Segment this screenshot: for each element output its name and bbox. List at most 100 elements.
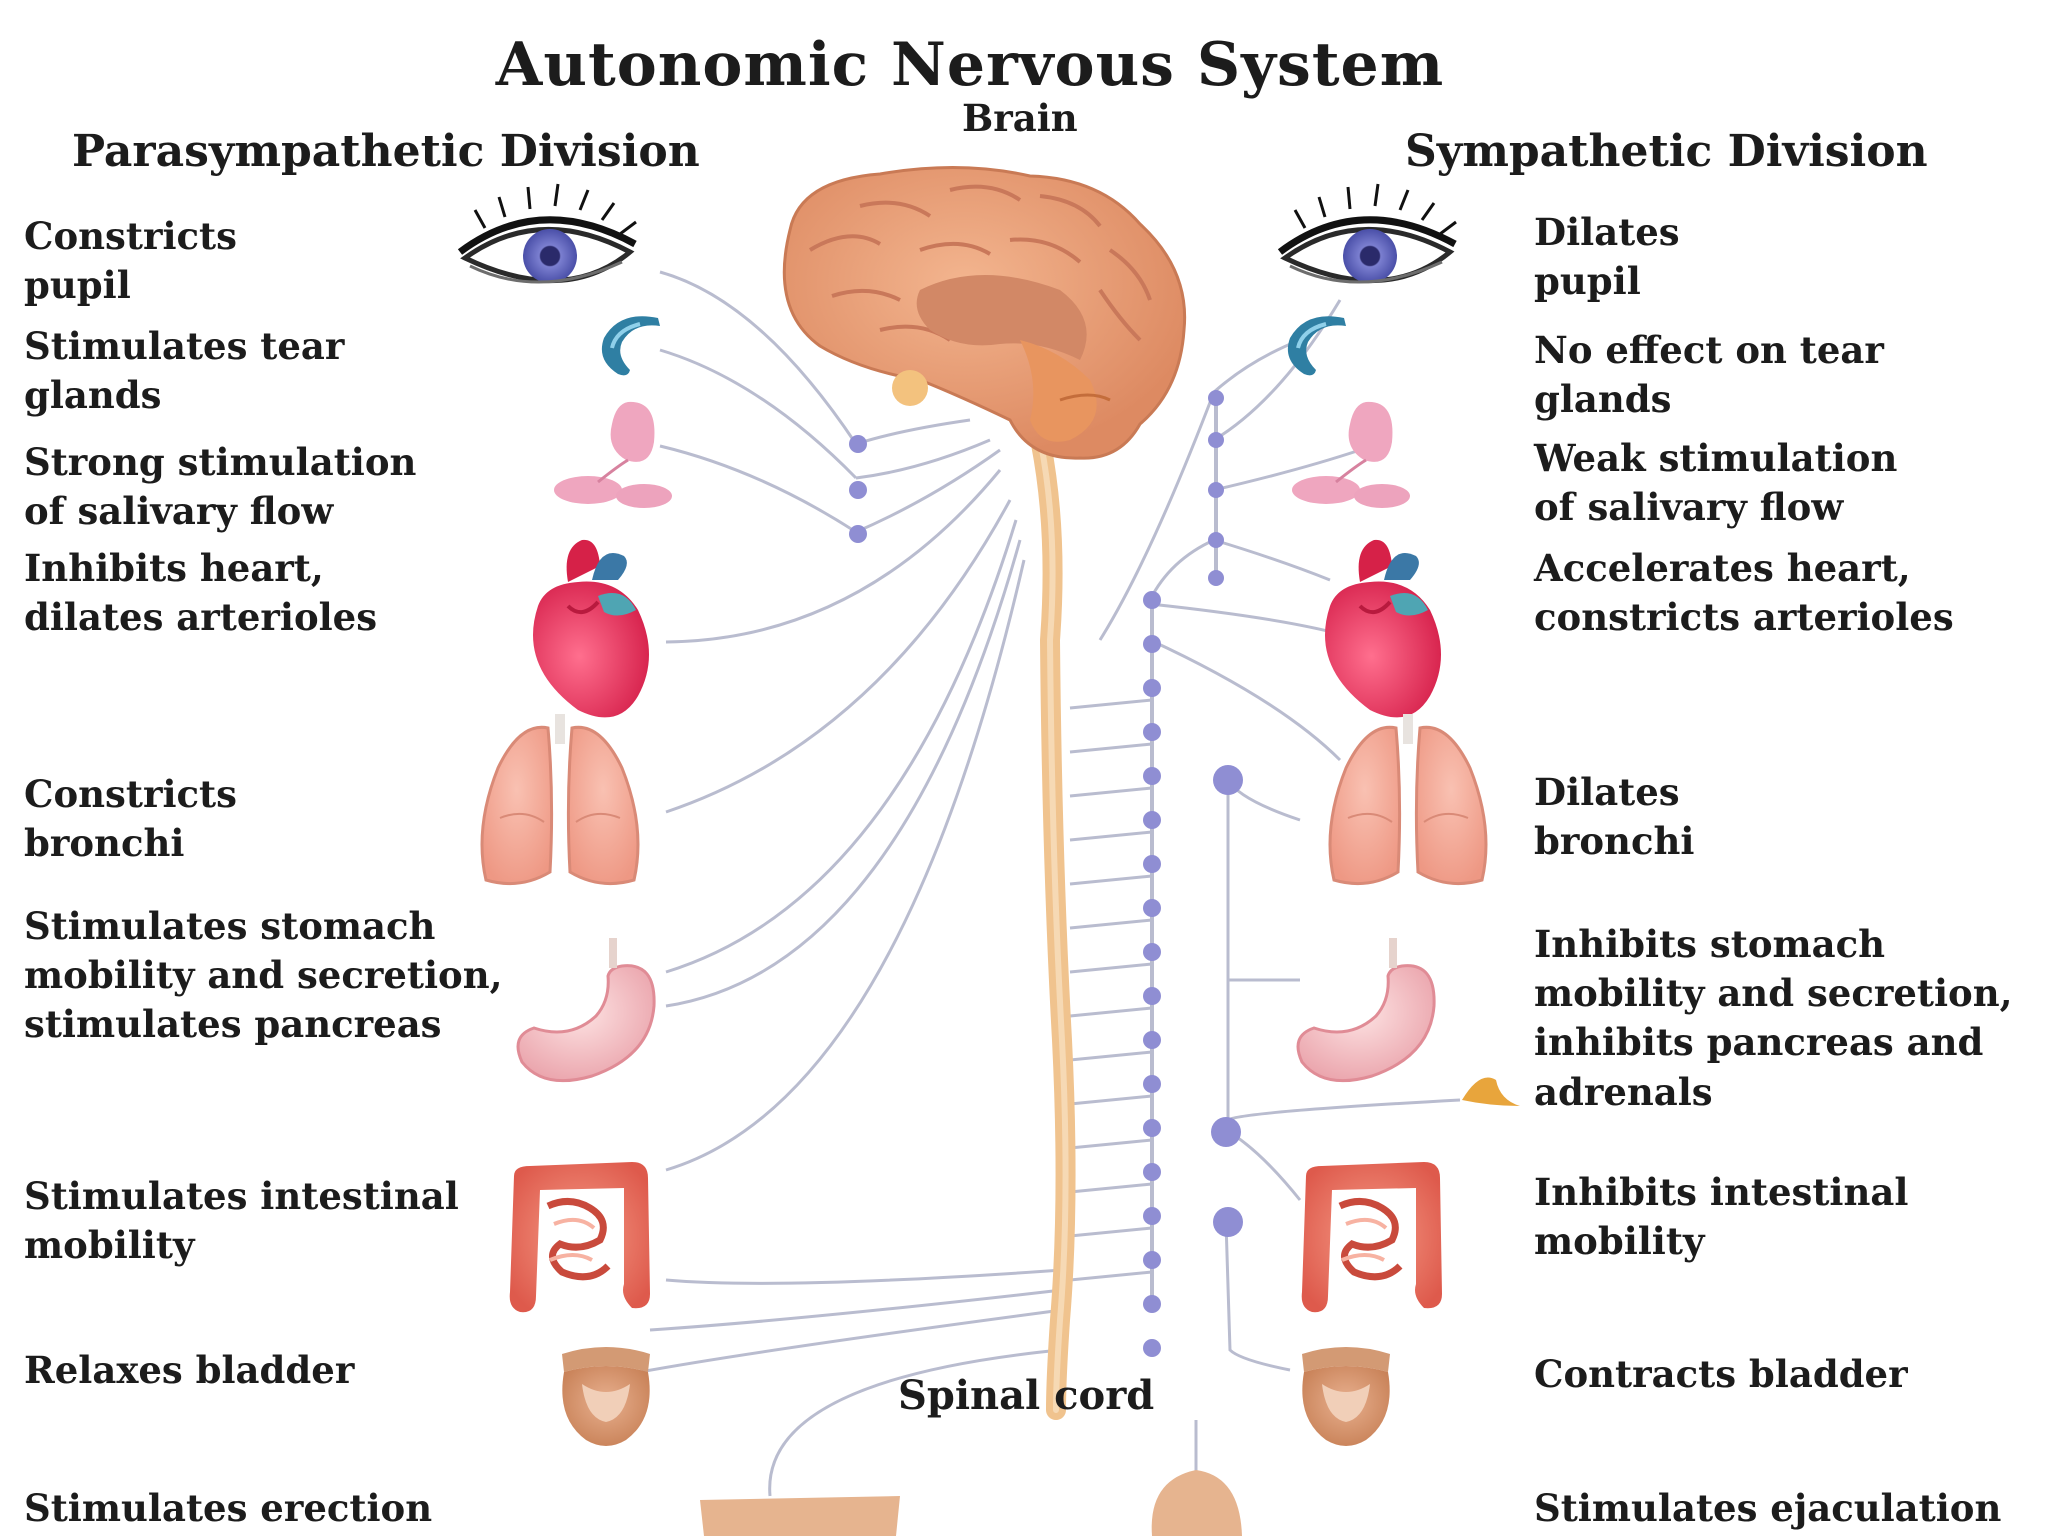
nerve-fiber (1069, 1138, 1153, 1150)
collateral-ganglion (1211, 1117, 1241, 1147)
nerve-fiber (1069, 874, 1153, 886)
chain-ganglion (1143, 1207, 1161, 1225)
effect-line: pupil (1534, 259, 1641, 304)
right-adrenal-icon (1462, 1077, 1520, 1106)
cervical-ganglion (1208, 390, 1224, 406)
parasympathetic-effect-stomach: Stimulates stomach mobility and secretion… (24, 902, 503, 1050)
effect-line: bronchi (24, 821, 185, 866)
effect-line: bronchi (1534, 819, 1695, 864)
nerve-fiber (665, 499, 1012, 814)
effect-line: Accelerates heart, (1534, 546, 1911, 590)
sympathetic-effect-intestines: Inhibits intestinal mobility (1534, 1168, 1908, 1266)
effect-line: mobility (24, 1223, 195, 1268)
left-genitals-icon (700, 1496, 900, 1536)
nerve-fiber (1069, 742, 1153, 754)
effect-line: dilates arterioles (24, 595, 378, 640)
nerve-fiber (1213, 538, 1331, 582)
nerve-fiber (665, 519, 1018, 974)
right-tear-gland-icon (1285, 314, 1348, 378)
nerve-fiber (639, 1308, 1063, 1374)
effect-line: mobility (1534, 1219, 1705, 1264)
left-stomach-icon (516, 936, 656, 1083)
nerve-fiber (665, 469, 1002, 644)
sympathetic-effect-genitals: Stimulates ejaculation (1534, 1484, 2001, 1533)
effect-line: Inhibits heart, (24, 546, 324, 590)
cervical-ganglion (1208, 570, 1224, 586)
parasympathetic-effect-heart: Inhibits heart, dilates arterioles (24, 544, 377, 642)
right-organs (1151, 184, 1520, 1536)
effect-line: Dilates (1534, 210, 1680, 254)
nerve-fiber (855, 448, 1001, 534)
effect-line: mobility and secretion, (24, 953, 503, 998)
left-eye-icon (460, 184, 636, 283)
nerve-fiber (665, 559, 1026, 1172)
nerve-fiber (1069, 1006, 1153, 1018)
left-salivary-glands-icon (552, 400, 674, 510)
right-intestines-icon (1302, 1162, 1442, 1312)
chain-ganglion (1143, 767, 1161, 785)
left-heart-icon (531, 537, 651, 720)
effect-line: Stimulates erection (24, 1486, 433, 1530)
right-bladder-icon (1302, 1347, 1390, 1446)
nerve-fiber (1069, 830, 1153, 842)
nerve-fiber (659, 348, 858, 480)
cranial-ganglion (849, 525, 867, 543)
left-lungs-icon (480, 712, 640, 886)
effect-line: glands (24, 373, 162, 418)
spinal-cord (1008, 350, 1076, 1420)
nerve-fiber (665, 539, 1022, 1008)
effect-line: Inhibits intestinal (1534, 1170, 1909, 1214)
sympathetic-effect-lungs: Dilates bronchi (1534, 768, 1694, 866)
nerve-fiber (1069, 918, 1153, 930)
cranial-ganglion (849, 435, 867, 453)
effect-line: Stimulates intestinal (24, 1174, 459, 1218)
collateral-ganglion (1213, 765, 1243, 795)
sympathetic-heading: Sympathetic Division (1405, 126, 1928, 177)
chain-ganglion (1143, 1339, 1161, 1357)
nerve-fiber (1069, 1270, 1153, 1282)
diagram-title: Autonomic Nervous System (495, 30, 1445, 100)
chain-ganglion (1143, 591, 1161, 609)
right-heart-icon (1323, 537, 1443, 720)
sympathetic-effect-bladder: Contracts bladder (1534, 1350, 1908, 1399)
sympathetic-chain (1150, 390, 1218, 1310)
nerve-fiber (1149, 638, 1342, 762)
right-eye-icon (1280, 184, 1456, 283)
nerve-fiber (855, 418, 971, 446)
parasympathetic-heading: Parasympathetic Division (72, 126, 700, 177)
effect-line: Dilates (1534, 770, 1680, 814)
chain-ganglion (1143, 1295, 1161, 1313)
left-tear-gland-icon (599, 314, 662, 378)
chain-ganglion (1143, 723, 1161, 741)
nerve-fiber (855, 438, 991, 480)
effect-line: adrenals (1534, 1069, 1713, 1114)
brain (782, 165, 1187, 460)
effect-line: Constricts (24, 772, 237, 816)
nerve-fiber (1069, 962, 1153, 974)
parasympathetic-effect-tear-gland: Stimulates tear glands (24, 322, 344, 420)
effect-line: Stimulates stomach (24, 904, 436, 948)
parasympathetic-effect-bladder: Relaxes bladder (24, 1346, 354, 1395)
effect-line: Stimulates tear (24, 324, 345, 368)
chain-ganglion (1143, 1075, 1161, 1093)
nerve-fiber (1069, 1050, 1153, 1062)
chain-ganglion (1143, 1031, 1161, 1049)
effect-line: Strong stimulation (24, 440, 417, 484)
ganglia (849, 390, 1243, 1357)
cervical-ganglion (1208, 482, 1224, 498)
cranial-ganglion (849, 481, 867, 499)
chain-ganglion (1143, 811, 1161, 829)
effect-line: Stimulates ejaculation (1534, 1486, 2002, 1530)
nerve-fiber (1224, 1221, 1291, 1372)
left-bladder-icon (562, 1347, 650, 1446)
nerve-fiber (1069, 1094, 1153, 1106)
left-organs (460, 184, 900, 1536)
cervical-ganglion (1208, 432, 1224, 448)
nerve-pathways (639, 270, 1461, 1497)
collateral-ganglion (1213, 1207, 1243, 1237)
nerve-fiber (1069, 786, 1153, 798)
nerve-fiber (659, 270, 858, 445)
